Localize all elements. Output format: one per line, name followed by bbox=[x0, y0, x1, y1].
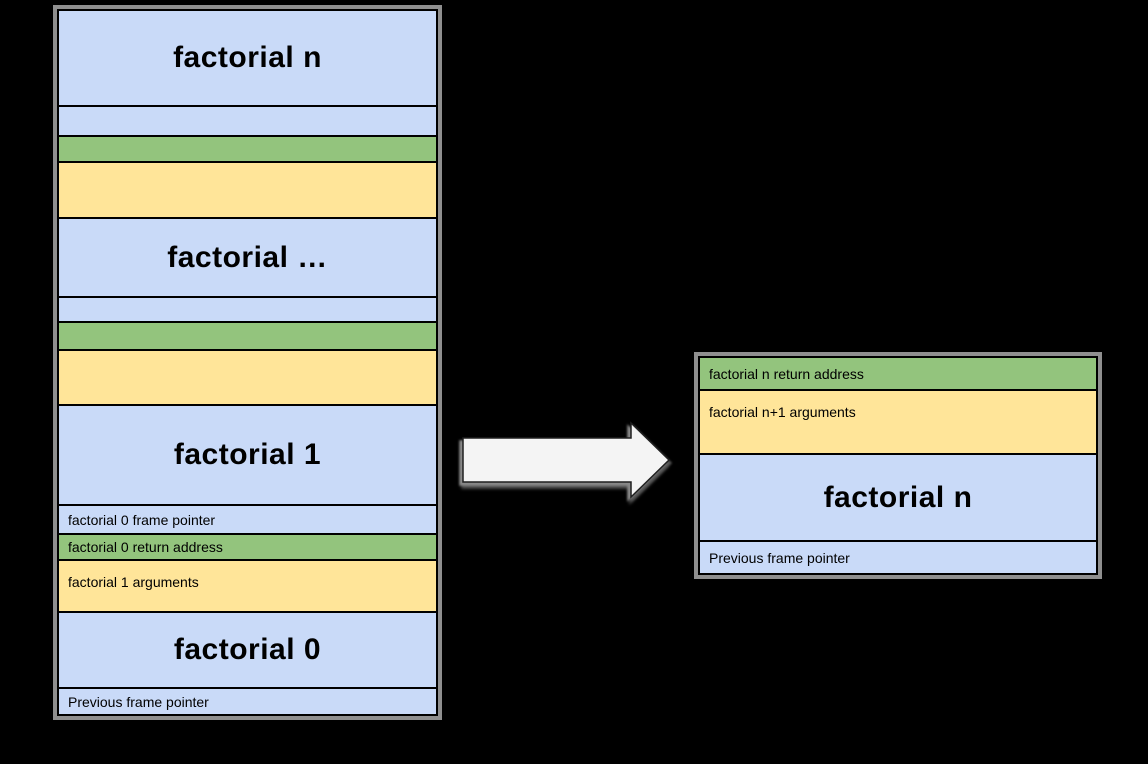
frame-factorial-n: factorial n bbox=[59, 11, 436, 105]
row-label: Previous frame pointer bbox=[68, 693, 209, 710]
frame-factorial-n: factorial n bbox=[700, 453, 1096, 540]
frame-factorial-0: factorial 0 bbox=[59, 611, 436, 687]
return-address-row-factorial-n: factorial n return address bbox=[700, 358, 1096, 389]
frame-factorial-ellipsis: factorial … bbox=[59, 217, 436, 296]
arguments-row-factorial-n-plus-1: factorial n+1 arguments bbox=[700, 389, 1096, 453]
frame-label: factorial n bbox=[823, 480, 973, 514]
right-stack-group: factorial n return address factorial n+1… bbox=[694, 352, 1102, 579]
frame-pointer-row bbox=[59, 105, 436, 135]
left-stack-group: factorial n factorial … bbox=[53, 5, 442, 720]
row-label: factorial n return address bbox=[709, 365, 864, 382]
return-address-row bbox=[59, 321, 436, 349]
arguments-row-factorial-1: factorial 1 arguments bbox=[59, 559, 436, 611]
frame-pointer-row-factorial-0: factorial 0 frame pointer bbox=[59, 504, 436, 533]
frame-label: factorial … bbox=[167, 240, 328, 274]
frame-factorial-1: factorial 1 bbox=[59, 404, 436, 504]
frame-label: factorial 1 bbox=[173, 438, 322, 471]
row-label: factorial 0 frame pointer bbox=[68, 511, 216, 528]
frame-label: factorial 0 bbox=[173, 633, 322, 666]
arguments-row bbox=[59, 161, 436, 217]
previous-frame-pointer-row: Previous frame pointer bbox=[700, 540, 1096, 573]
frame-label: factorial n bbox=[173, 41, 322, 74]
frame-pointer-row bbox=[59, 296, 436, 321]
right-arrow-icon bbox=[462, 421, 671, 499]
return-address-row-factorial-0: factorial 0 return address bbox=[59, 533, 436, 559]
optimized-stack: factorial n return address factorial n+1… bbox=[698, 356, 1098, 575]
recursive-call-stack: factorial n factorial … bbox=[57, 9, 438, 716]
return-address-row bbox=[59, 135, 436, 161]
previous-frame-pointer-row: Previous frame pointer bbox=[59, 687, 436, 714]
row-label: factorial n+1 arguments bbox=[709, 404, 856, 420]
arguments-row bbox=[59, 349, 436, 404]
row-label: Previous frame pointer bbox=[709, 549, 850, 566]
row-label: factorial 1 arguments bbox=[68, 574, 199, 590]
row-label: factorial 0 return address bbox=[68, 539, 223, 555]
